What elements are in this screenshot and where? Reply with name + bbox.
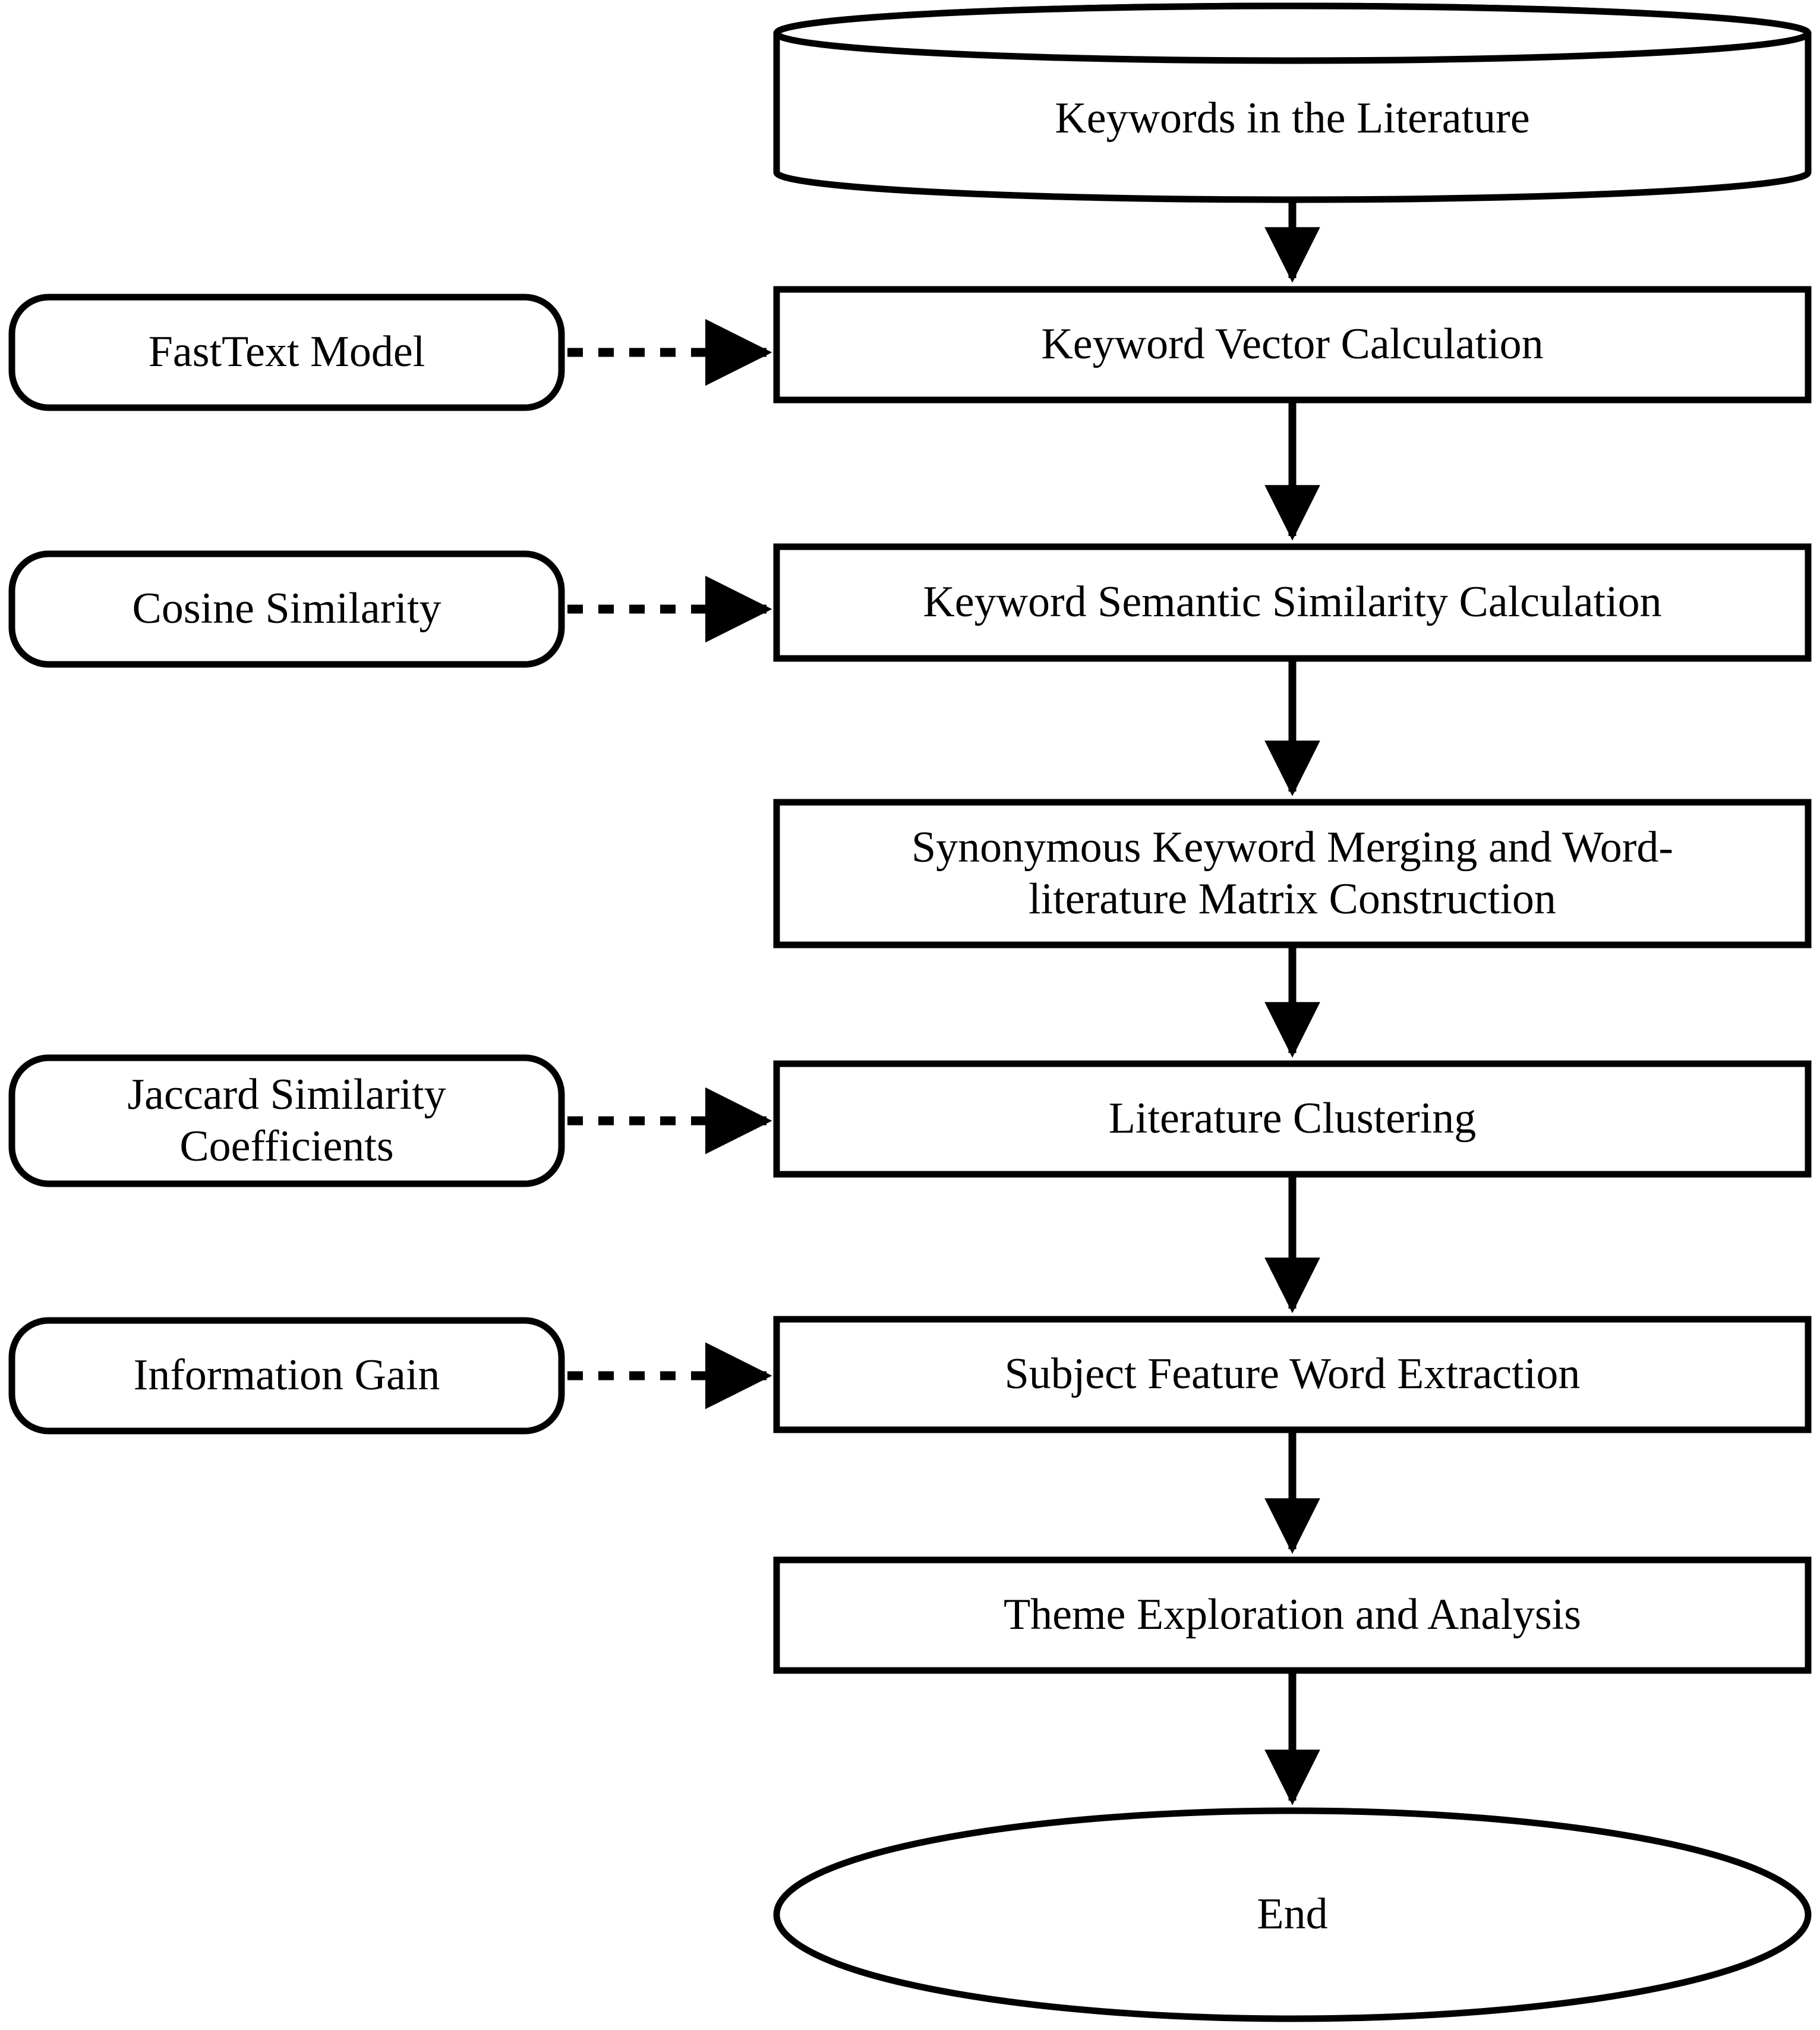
shape-literature-clustering xyxy=(773,1060,1812,1178)
shape-information-gain xyxy=(8,1317,565,1435)
shape-keyword-vector-calculation xyxy=(773,286,1812,404)
shape-theme-exploration-and-analysis xyxy=(773,1556,1812,1674)
shape-cosine-similarity xyxy=(8,550,565,668)
shape-jaccard-similarity-coefficients xyxy=(8,1054,565,1187)
shape-fasttext-model xyxy=(8,294,565,411)
shape-keywords-in-the-literature xyxy=(773,2,1812,203)
shape-keyword-semantic-similarity-calculation xyxy=(773,543,1812,662)
shape-synonymous-keyword-merging xyxy=(773,799,1812,948)
shape-subject-feature-word-extraction xyxy=(773,1316,1812,1433)
shape-end xyxy=(773,1807,1812,2022)
